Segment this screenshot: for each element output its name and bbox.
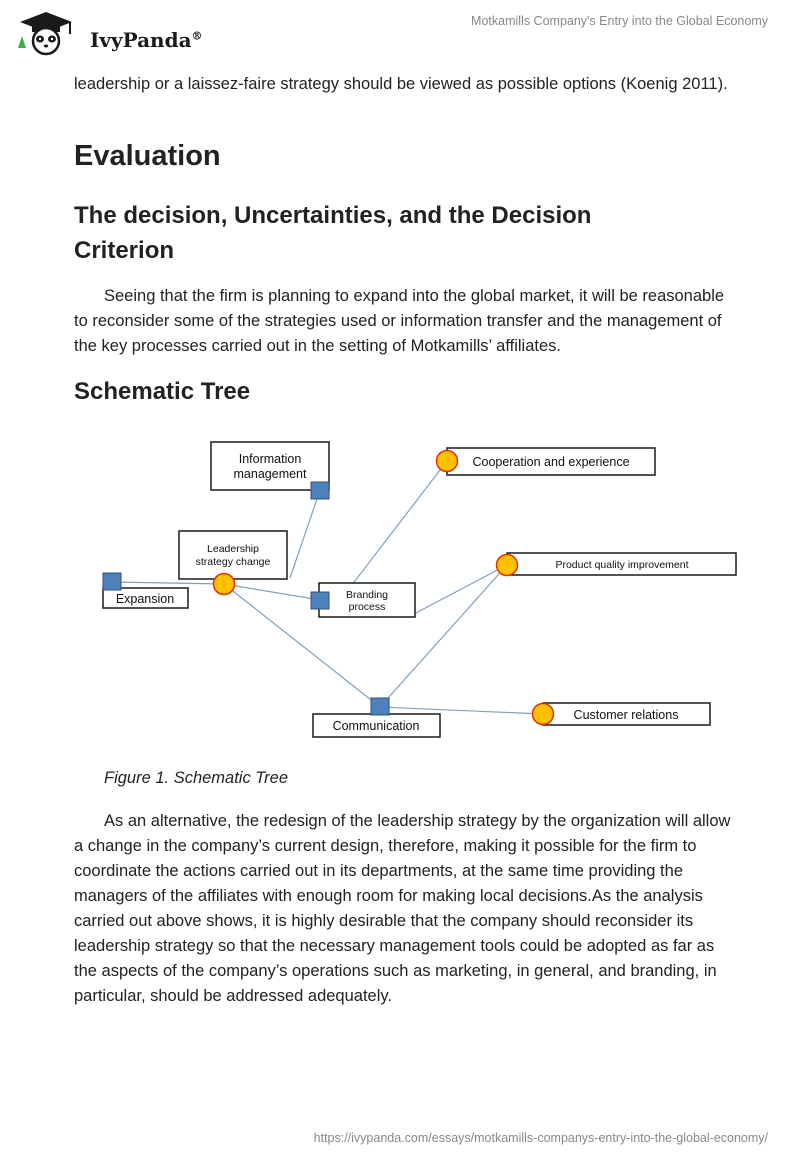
communication-label: Communication [333, 719, 420, 733]
node-cooperation-and-experience: Cooperation and experience [446, 447, 656, 476]
closing-paragraph: As an alternative, the redesign of the l… [74, 812, 731, 1005]
ivypanda-logo[interactable]: IvyPanda® [14, 8, 204, 56]
leadership-label-line1: Leadership [207, 543, 259, 555]
section-heading: Evaluation [74, 140, 221, 172]
edge-leadership-branding [223, 583, 321, 601]
product-quality-label: Product quality improvement [555, 559, 688, 571]
decision-node-information [310, 481, 330, 500]
branding-label-line1: Branding [346, 589, 388, 601]
chance-node-product [495, 553, 519, 577]
decision-node-communication [370, 697, 390, 716]
intro-paragraph: leadership or a laissez-faire strategy s… [74, 75, 728, 93]
chance-node-leadership [212, 572, 236, 596]
node-information-management: Information management [210, 441, 330, 491]
leadership-label-line2: strategy change [196, 556, 271, 568]
figure-caption: Figure 1. Schematic Tree [104, 769, 289, 787]
document-title: Motkamills Company's Entry into the Glob… [471, 14, 768, 28]
edge-branding-cooperation [347, 460, 448, 591]
edge-leadership-infomgmt [289, 489, 321, 579]
info-mgmt-label-line1: Information [239, 452, 302, 466]
decision-node-expansion [102, 572, 122, 591]
edge-communication-product [379, 564, 508, 708]
node-expansion: Expansion [102, 587, 189, 609]
customer-relations-label: Customer relations [574, 708, 679, 722]
node-product-quality-improvement: Product quality improvement [506, 552, 737, 576]
node-branding-process: Branding process [318, 582, 416, 618]
edge-leadership-communication [223, 583, 381, 708]
chance-node-cooperation [435, 449, 459, 473]
decision-node-markers [102, 481, 390, 716]
panda-graduate-icon [18, 12, 72, 56]
subsection-heading: The decision, Uncertainties, and the Dec… [74, 202, 592, 264]
expansion-label: Expansion [116, 592, 174, 606]
cooperation-label: Cooperation and experience [472, 455, 629, 469]
tree-edges [111, 460, 544, 715]
decision-node-branding [310, 591, 330, 610]
node-leadership-strategy-change: Leadership strategy change [178, 530, 288, 580]
decision-paragraph: Seeing that the firm is planning to expa… [74, 287, 725, 355]
page-header: IvyPanda® Motkamills Company's Entry int… [0, 0, 800, 70]
node-customer-relations: Customer relations [542, 702, 711, 726]
chance-node-customer [531, 702, 555, 726]
tree-heading: Schematic Tree [74, 378, 251, 405]
branding-label-line2: process [349, 601, 386, 613]
edge-branding-product [413, 564, 508, 615]
brand-name: IvyPanda® [90, 28, 203, 52]
edge-communication-customer [379, 706, 544, 715]
node-communication: Communication [312, 713, 441, 738]
chance-node-markers [212, 449, 555, 726]
edge-expansion-leadership [111, 581, 225, 585]
info-mgmt-label-line2: management [234, 467, 307, 481]
footer-url-link[interactable]: https://ivypanda.com/essays/motkamills-c… [313, 1131, 768, 1145]
schematic-tree-diagram: Information management Leadership strate… [102, 441, 737, 738]
